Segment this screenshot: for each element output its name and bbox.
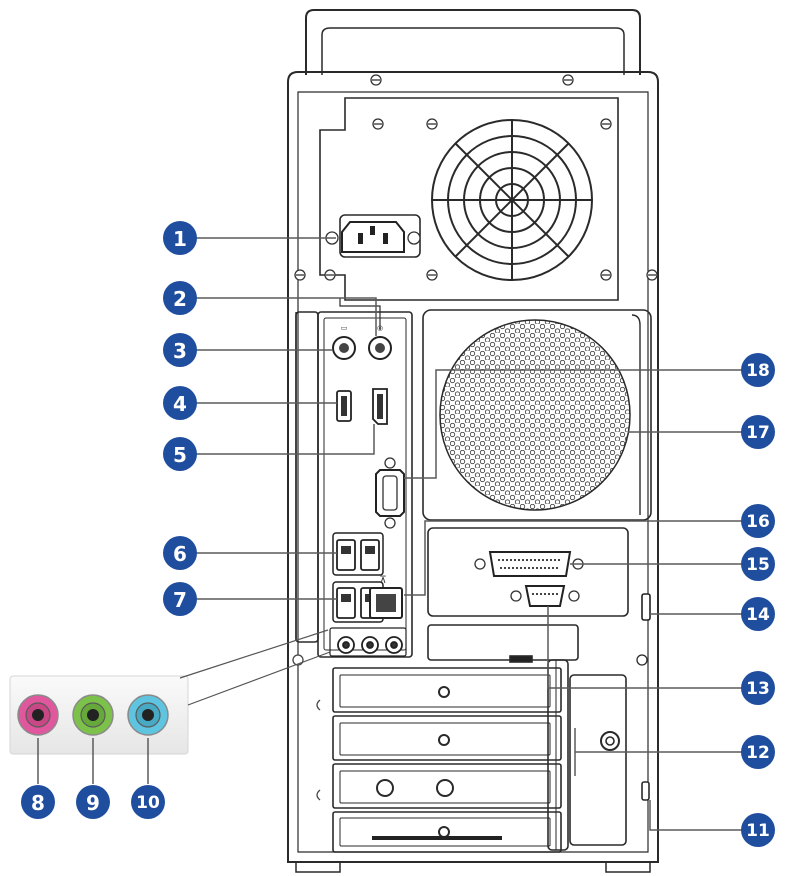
callout-label-3: 3	[173, 339, 187, 363]
callout-label-9: 9	[86, 791, 100, 815]
callout-label-13: 13	[746, 679, 770, 699]
parallel-port-icon	[475, 552, 583, 576]
callout-badge-2: 2	[163, 281, 197, 315]
callout-badge-18: 18	[741, 353, 775, 387]
callout-badge-16: 16	[741, 504, 775, 538]
callout-badge-8: 8	[21, 785, 55, 819]
callout-label-4: 4	[173, 392, 187, 416]
callout-badge-15: 15	[741, 547, 775, 581]
case-fan-grille-icon	[423, 310, 651, 520]
callout-badge-4: 4	[163, 386, 197, 420]
callout-label-18: 18	[746, 361, 770, 381]
displayport-icon	[373, 389, 387, 424]
callout-badge-10: 10	[131, 785, 165, 819]
kensington-lock-icon	[642, 594, 650, 620]
svg-text:▭: ▭	[341, 324, 348, 332]
serial-port-icon	[511, 586, 579, 606]
callout-label-5: 5	[173, 443, 187, 467]
hdmi-port-icon	[337, 391, 351, 421]
callout-label-10: 10	[136, 793, 160, 813]
callout-badge-3: 3	[163, 333, 197, 367]
callout-badge-1: 1	[163, 221, 197, 255]
callout-badge-5: 5	[163, 437, 197, 471]
svg-text:◎: ◎	[377, 324, 383, 332]
callout-badge-14: 14	[741, 597, 775, 631]
audio-jack-icon	[330, 628, 406, 656]
callout-badge-7: 7	[163, 582, 197, 616]
usb-port-icon	[333, 533, 383, 575]
psu-fan-grille-icon	[432, 120, 592, 280]
audio-jacks-panel	[10, 630, 330, 754]
side-notches	[293, 655, 320, 800]
callout-label-14: 14	[746, 605, 770, 625]
callout-label-15: 15	[746, 555, 770, 575]
callout-badge-17: 17	[741, 415, 775, 449]
callout-label-11: 11	[746, 821, 770, 841]
callout-badge-12: 12	[741, 735, 775, 769]
callout-label-16: 16	[746, 512, 770, 532]
callout-badge-9: 9	[76, 785, 110, 819]
expansion-slot-icon	[333, 668, 561, 852]
svg-text:⊼: ⊼	[379, 575, 386, 586]
callout-badge-11: 11	[741, 813, 775, 847]
callout-label-7: 7	[173, 588, 187, 612]
callout-label-2: 2	[173, 287, 187, 311]
callout-label-6: 6	[173, 542, 187, 566]
callout-badge-13: 13	[741, 671, 775, 705]
callout-label-17: 17	[746, 423, 770, 443]
vga-port-icon	[376, 458, 404, 528]
callout-label-8: 8	[31, 791, 45, 815]
callout-badge-6: 6	[163, 536, 197, 570]
callout-label-12: 12	[746, 743, 770, 763]
ps2-port-icon: ▭ ◎	[333, 324, 391, 359]
callout-label-1: 1	[173, 227, 187, 251]
